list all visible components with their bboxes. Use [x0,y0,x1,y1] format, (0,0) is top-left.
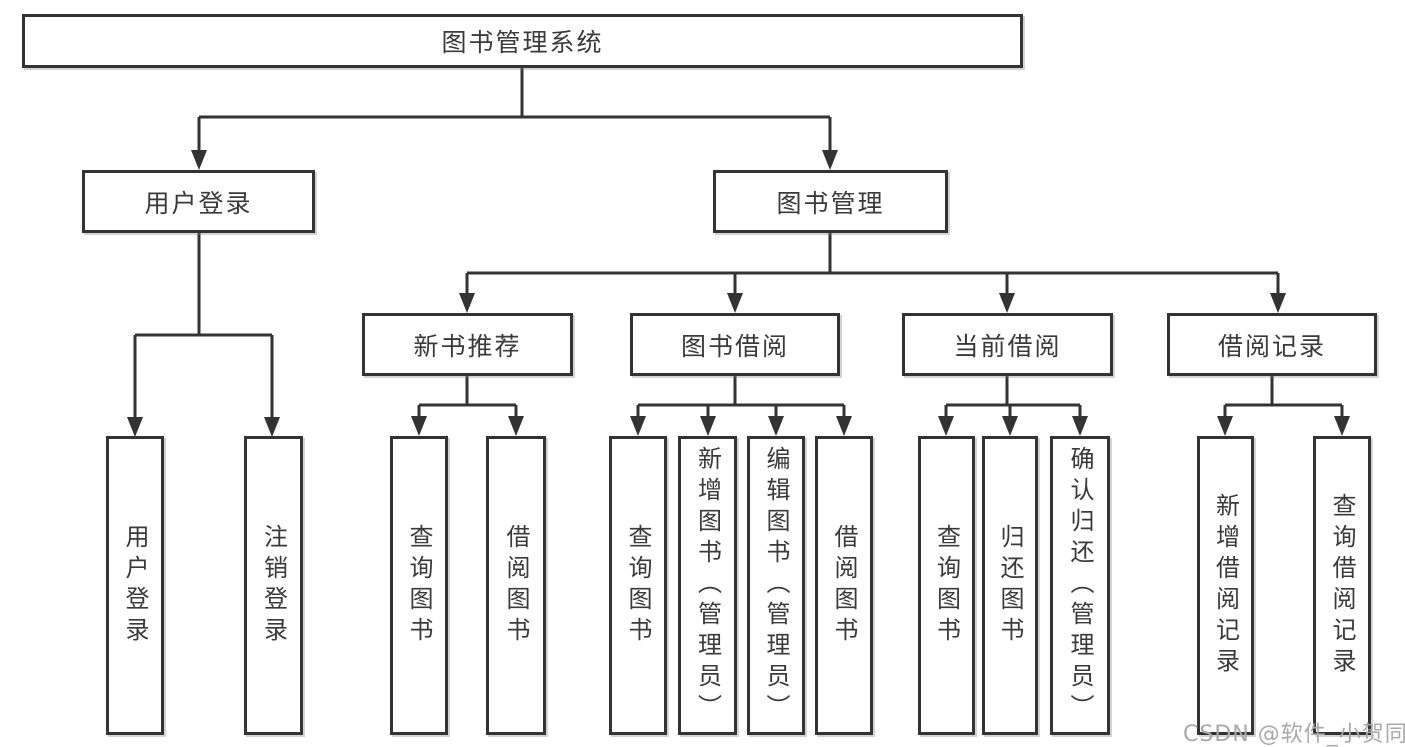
leaf-add-borrow-record: 新增借阅记录 [1197,436,1254,735]
leaf-query-borrow-record: 查询借阅记录 [1313,436,1371,735]
branch-user-login [127,233,280,437]
leaf-borrow-books: 借阅图书 [815,436,873,735]
leaf-query-books-current: 查询图书 [918,436,975,735]
node-new-book-recommend: 新书推荐 [362,313,573,376]
leaf-query-books-recommend: 查询图书 [390,436,448,735]
branch-borrow-records [1217,376,1350,436]
leaf-borrow-books-recommend: 借阅图书 [486,436,546,735]
branch-current-borrow [938,376,1088,436]
node-book-borrow: 图书借阅 [630,313,840,376]
watermark: CSDN @软件_小贺同学 [1183,722,1405,747]
node-root-system: 图书管理系统 [22,14,1023,68]
node-book-management: 图书管理 [713,170,948,233]
branch-book-borrow [630,376,852,436]
branch-book-management [459,233,1286,313]
node-user-login: 用户登录 [82,170,315,233]
leaf-user-login: 用户登录 [106,436,164,735]
leaf-confirm-return-admin: 确认归还（管理员） [1050,436,1110,735]
leaf-logout: 注销登录 [244,436,303,735]
leaf-add-books-admin: 新增图书（管理员） [678,436,737,735]
branch-root [191,68,838,170]
branch-new-books [411,376,524,436]
node-current-borrow: 当前借阅 [902,313,1113,376]
leaf-return-books: 归还图书 [982,436,1038,735]
leaf-query-books-borrow: 查询图书 [609,436,667,735]
leaf-edit-books-admin: 编辑图书（管理员） [747,436,805,735]
node-borrow-records: 借阅记录 [1167,313,1377,376]
